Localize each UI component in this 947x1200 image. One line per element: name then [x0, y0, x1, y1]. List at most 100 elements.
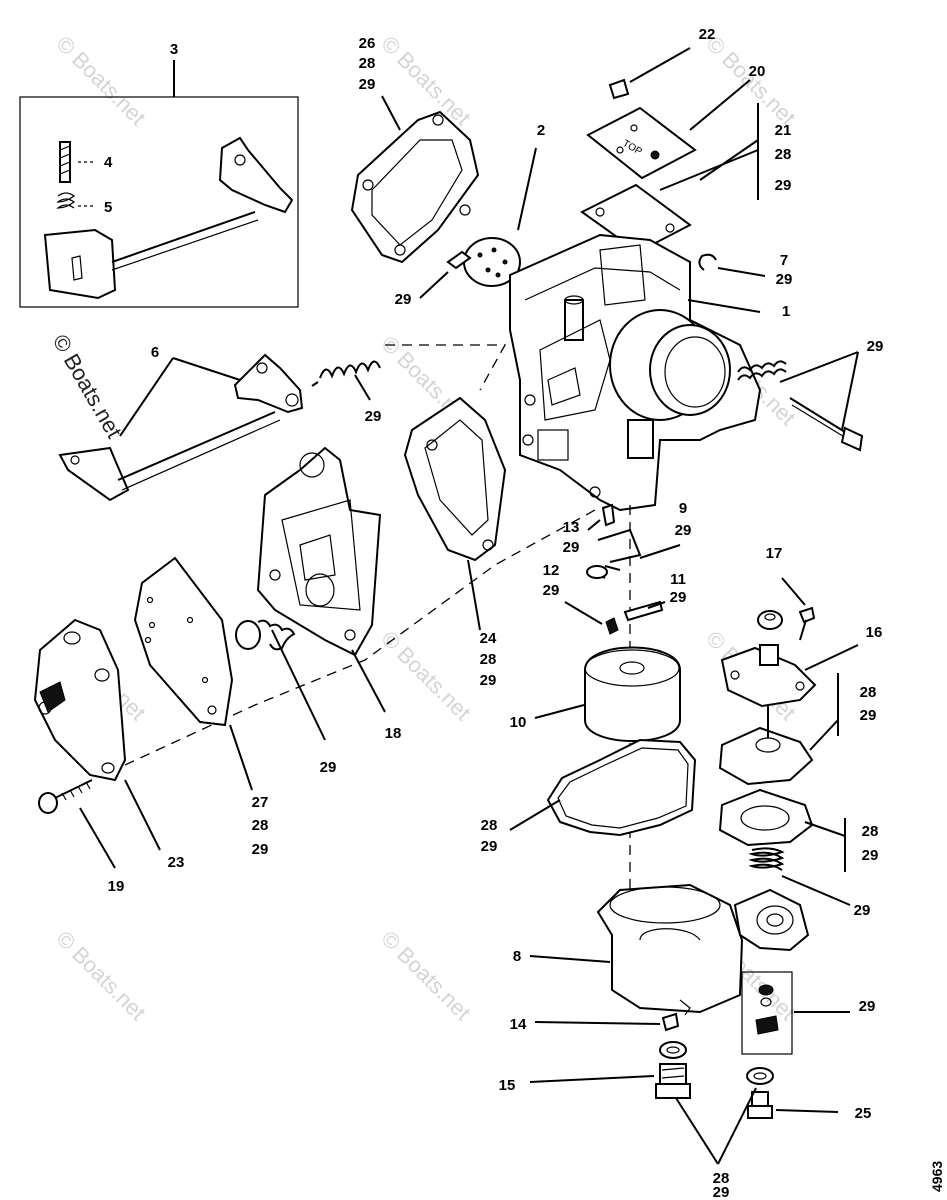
- leader: [381, 95, 401, 131]
- leader: [271, 629, 326, 741]
- leader: [529, 1075, 655, 1083]
- alignment-line: [385, 344, 507, 391]
- leader: [529, 955, 611, 963]
- callout-28: 28: [862, 823, 879, 840]
- leader: [124, 779, 161, 851]
- leader: [841, 351, 859, 431]
- callout-labels: 3 4 5 26 28 29 22 20 21 28 29 2 7 29 1 2…: [104, 26, 883, 1200]
- watermark: © Boats.net: [701, 31, 800, 130]
- washer-17: [757, 610, 783, 630]
- leader: [804, 821, 846, 837]
- screw-19: [38, 779, 93, 814]
- leader: [354, 374, 371, 401]
- cover-plate-20: TOP: [586, 106, 697, 180]
- callout-5: 5: [104, 199, 112, 216]
- callout-25: 25: [855, 1105, 872, 1122]
- leader: [781, 875, 851, 906]
- inlet-needle-13: [601, 503, 616, 527]
- callout-14: 14: [510, 1016, 527, 1033]
- leader: [809, 719, 839, 751]
- screw-29: [446, 250, 472, 270]
- gasket-26: [350, 110, 480, 264]
- callout-21: 21: [775, 122, 792, 139]
- callout-29: 29: [359, 76, 376, 93]
- float-bowl-8: [596, 883, 810, 1016]
- callout-9: 9: [679, 500, 687, 517]
- bowl-gasket-28: [546, 738, 697, 837]
- watermark: © Boats.net: [376, 926, 475, 1025]
- callout-7: 7: [780, 252, 788, 269]
- e-clip-7: [698, 253, 717, 271]
- watermark: © Boats.net: [51, 31, 150, 130]
- callout-10: 10: [510, 714, 527, 731]
- leader: [775, 1109, 839, 1113]
- pump-gasket: [718, 788, 814, 847]
- leader: [229, 724, 253, 791]
- leader: [172, 357, 241, 381]
- callout-3: 3: [170, 41, 178, 58]
- throttle-shaft-6: [58, 353, 304, 502]
- callout-2: 2: [537, 122, 545, 139]
- throttle-spring-29: [311, 360, 381, 387]
- callout-29: 29: [776, 271, 793, 288]
- callout-28: 28: [359, 55, 376, 72]
- callout-29: 29: [480, 672, 497, 689]
- leader: [534, 704, 585, 719]
- float-arm-9: [586, 528, 642, 579]
- callout-29: 29: [854, 902, 871, 919]
- screw-17: [798, 606, 816, 641]
- callout-29: 29: [365, 408, 382, 425]
- leader: [804, 644, 859, 671]
- callout-16: 16: [866, 624, 883, 641]
- pump-diaphragm: [718, 705, 814, 786]
- leader: [629, 47, 691, 83]
- callout-29: 29: [775, 177, 792, 194]
- pump-check-valve-29: [235, 619, 296, 651]
- pump-spring: [748, 847, 785, 871]
- leader: [119, 357, 174, 437]
- callout-11: 11: [670, 571, 686, 588]
- leader: [79, 807, 116, 869]
- callout-29: 29: [867, 338, 884, 355]
- float-screw-12: [605, 617, 619, 635]
- float-10: [584, 646, 681, 742]
- callout-15: 15: [499, 1077, 516, 1094]
- leader: [699, 139, 759, 181]
- callout-20: 20: [749, 63, 766, 80]
- callout-6: 6: [151, 344, 159, 361]
- carburetor-body-1: [509, 233, 762, 512]
- callout-29: 29: [320, 759, 337, 776]
- leader: [639, 544, 681, 559]
- leader: [689, 79, 751, 131]
- leader: [419, 271, 449, 299]
- jet-kit-29: [741, 971, 793, 1055]
- callout-19: 19: [108, 878, 125, 895]
- leader: [509, 799, 561, 831]
- inset-throttle-cam-kit: [19, 60, 299, 308]
- callout-28: 28: [713, 1170, 730, 1187]
- callout-28: 28: [480, 651, 497, 668]
- leader: [779, 351, 859, 383]
- callout-29: 29: [862, 847, 879, 864]
- pump-gasket-27: [133, 556, 234, 727]
- leader: [781, 577, 806, 606]
- callout-24: 24: [480, 630, 497, 647]
- fuel-pump-body-18: [256, 446, 382, 657]
- callout-22: 22: [699, 26, 716, 43]
- leader: [717, 1087, 757, 1165]
- callout-29: 29: [543, 582, 560, 599]
- leader: [564, 601, 603, 625]
- leader: [467, 559, 481, 631]
- watermark: © Boats.net: [51, 926, 150, 1025]
- screw-14: [661, 1012, 680, 1032]
- gasket-24: [403, 396, 507, 562]
- callout-29: 29: [675, 522, 692, 539]
- callout-29: 29: [713, 1184, 730, 1200]
- watermark-main: © Boats.net: [48, 330, 127, 442]
- callout-28: 28: [860, 684, 877, 701]
- callout-29: 29: [481, 838, 498, 855]
- alignment-line: [124, 509, 596, 766]
- leader: [687, 299, 761, 313]
- washer-28: [659, 1041, 687, 1059]
